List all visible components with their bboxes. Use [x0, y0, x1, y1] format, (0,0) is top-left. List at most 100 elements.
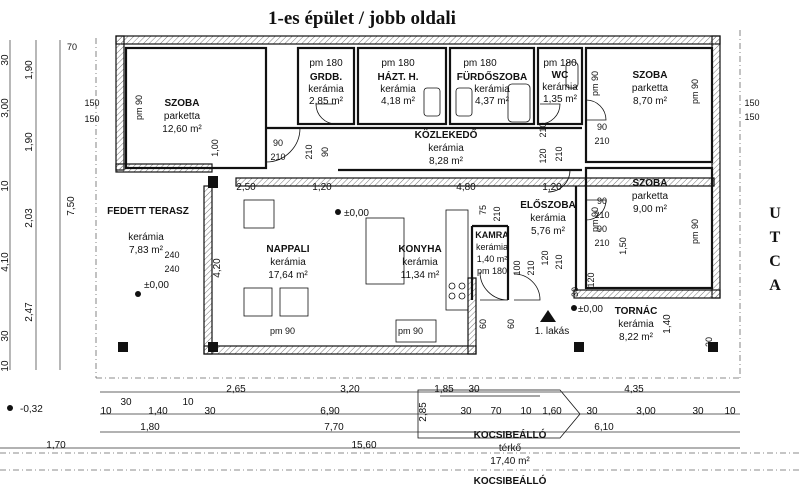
room-kamra-floor: kerámia	[476, 242, 508, 252]
pm-label: pm 90	[398, 326, 423, 336]
room-grdb-pm: pm 180	[309, 58, 343, 69]
dim-left: 10	[0, 360, 11, 372]
room-szoba2-name: SZOBA	[633, 70, 668, 81]
dim-mid: 120	[586, 272, 596, 287]
dim-bottom: 2,65	[226, 384, 246, 395]
room-kocsi-area: 17,40 m²	[490, 456, 530, 467]
dim-bottom: 70	[490, 406, 502, 417]
room-eloszoba-floor: kerámia	[530, 213, 566, 224]
room-furdo-pm: pm 180	[463, 58, 497, 69]
dim-top: 90	[597, 196, 607, 206]
dim-bottom: 1,40	[148, 406, 168, 417]
room-furdo-name: FÜRDŐSZOBA	[457, 70, 528, 83]
room-kozl-area: 8,28 m²	[429, 156, 464, 167]
dim-bottom: 4,35	[624, 384, 644, 395]
dim-mid: 60	[506, 319, 516, 329]
room-kamra-area: 1,40 m²	[477, 254, 508, 264]
dim-mid: 60	[478, 319, 488, 329]
dim-mid: 30	[570, 287, 580, 297]
street-letter-1: U	[769, 205, 781, 222]
room-eloszoba-name: ELŐSZOBA	[520, 198, 576, 211]
dim-top: 150	[84, 114, 99, 124]
street-letter-3: C	[769, 253, 781, 270]
room-konyha-floor: kerámia	[402, 257, 438, 268]
room-terasz-name: FEDETT TERASZ	[107, 206, 189, 217]
room-szoba1-area: 12,60 m²	[162, 124, 202, 135]
pm-label: pm 90	[270, 326, 295, 336]
room-kocsi-name: KOCSIBEÁLLÓ	[474, 428, 547, 441]
dim-top: 150	[744, 112, 759, 122]
dim-bottom: 30	[204, 406, 216, 417]
pm-label: pm 90	[590, 207, 600, 232]
room-grdb-floor: kerámia	[308, 84, 344, 95]
room-wc-area: 1,35 m²	[543, 94, 578, 105]
level-outside: -0,32	[20, 404, 43, 415]
room-kozl-floor: kerámia	[428, 143, 464, 154]
dim-mid: 100	[512, 260, 522, 275]
room-nappali-name: NAPPALI	[266, 244, 309, 255]
dim-mid: 210	[526, 260, 536, 275]
room-tornac-area: 8,22 m²	[619, 332, 654, 343]
dim-top: 210	[270, 152, 285, 162]
dim-left: 30	[0, 330, 11, 342]
dim-bottom: 10	[724, 406, 736, 417]
dim-mid: 1,40	[662, 314, 673, 334]
dim-bottom: 3,00	[636, 406, 656, 417]
dim-left: 4,10	[0, 252, 11, 272]
pm-label: pm 90	[590, 71, 600, 96]
room-konyha-name: KONYHA	[398, 244, 441, 255]
interior-walls	[124, 46, 714, 300]
dim-mid: 90	[597, 224, 607, 234]
dimensions-middle: 2,50 1,20 4,80 1,20 240 240 4,20 75 210 …	[164, 182, 714, 347]
dim-bottom: 1,85	[434, 384, 454, 395]
dim-top: 210	[554, 146, 564, 161]
pm-label: pm 90	[134, 95, 144, 120]
room-hazt-floor: kerámia	[380, 84, 416, 95]
dim-mid: 30	[704, 337, 714, 347]
dim-top: 120	[538, 148, 548, 163]
level-nappali: ±0,00	[344, 208, 369, 219]
kocsi2-label: KOCSIBEÁLLÓ	[474, 474, 547, 486]
dim-mid: 4,20	[212, 258, 223, 278]
dim-mid: 1,20	[542, 182, 562, 193]
columns	[118, 176, 718, 352]
dim-left: 1,90	[24, 132, 35, 152]
room-hazt-name: HÁZT. H.	[377, 70, 418, 83]
dim-top: 210	[594, 136, 609, 146]
room-kozl-name: KÖZLEKEDŐ	[415, 128, 478, 141]
room-wc-pm: pm 180	[543, 58, 577, 69]
dim-top: 150	[84, 98, 99, 108]
lakas-label: 1. lakás	[535, 326, 569, 337]
dimension-lines	[0, 40, 740, 449]
dim-top: 70	[67, 42, 77, 52]
dim-mid: 75	[478, 205, 488, 215]
plan-title: 1-es épület / jobb oldali	[268, 8, 456, 29]
dim-left: 2,03	[24, 208, 35, 228]
room-terasz-floor: kerámia	[128, 232, 164, 243]
fixtures	[243, 61, 581, 439]
level-terasz: ±0,00	[144, 280, 169, 291]
dimensions-bottom-3: 1,80 7,70 6,10	[140, 422, 614, 433]
dim-bottom: 30	[586, 406, 598, 417]
dim-bottom: 1,70	[46, 440, 66, 451]
room-tornac-name: TORNÁC	[615, 304, 658, 317]
property-lines	[0, 30, 800, 471]
dim-mid: 240	[164, 264, 179, 274]
dim-top: 150	[744, 98, 759, 108]
room-szoba3-area: 9,00 m²	[633, 204, 668, 215]
dim-top: 90	[273, 138, 283, 148]
dimensions-bottom-4: 1,70 15,60	[46, 440, 377, 451]
dim-bottom: 3,20	[340, 384, 360, 395]
dimensions-top: 70 150 150 1,00 90 210 210 90 210 120 21…	[67, 42, 760, 220]
room-grdb-name: GRDB.	[310, 72, 342, 83]
dim-bottom: 2,85	[418, 402, 429, 422]
room-kocsi-floor: térkő	[499, 443, 522, 454]
dim-mid: 210	[492, 206, 502, 221]
dim-top: 1,00	[210, 139, 220, 157]
dim-mid: 4,80	[456, 182, 476, 193]
room-wc-name: WC	[552, 70, 569, 81]
room-szoba2-area: 8,70 m²	[633, 96, 668, 107]
window-sill-labels: pm 90 pm 90 pm 90 pm 90 pm 90 pm 90 pm 9…	[134, 71, 700, 336]
dim-left: 2,47	[24, 302, 35, 322]
